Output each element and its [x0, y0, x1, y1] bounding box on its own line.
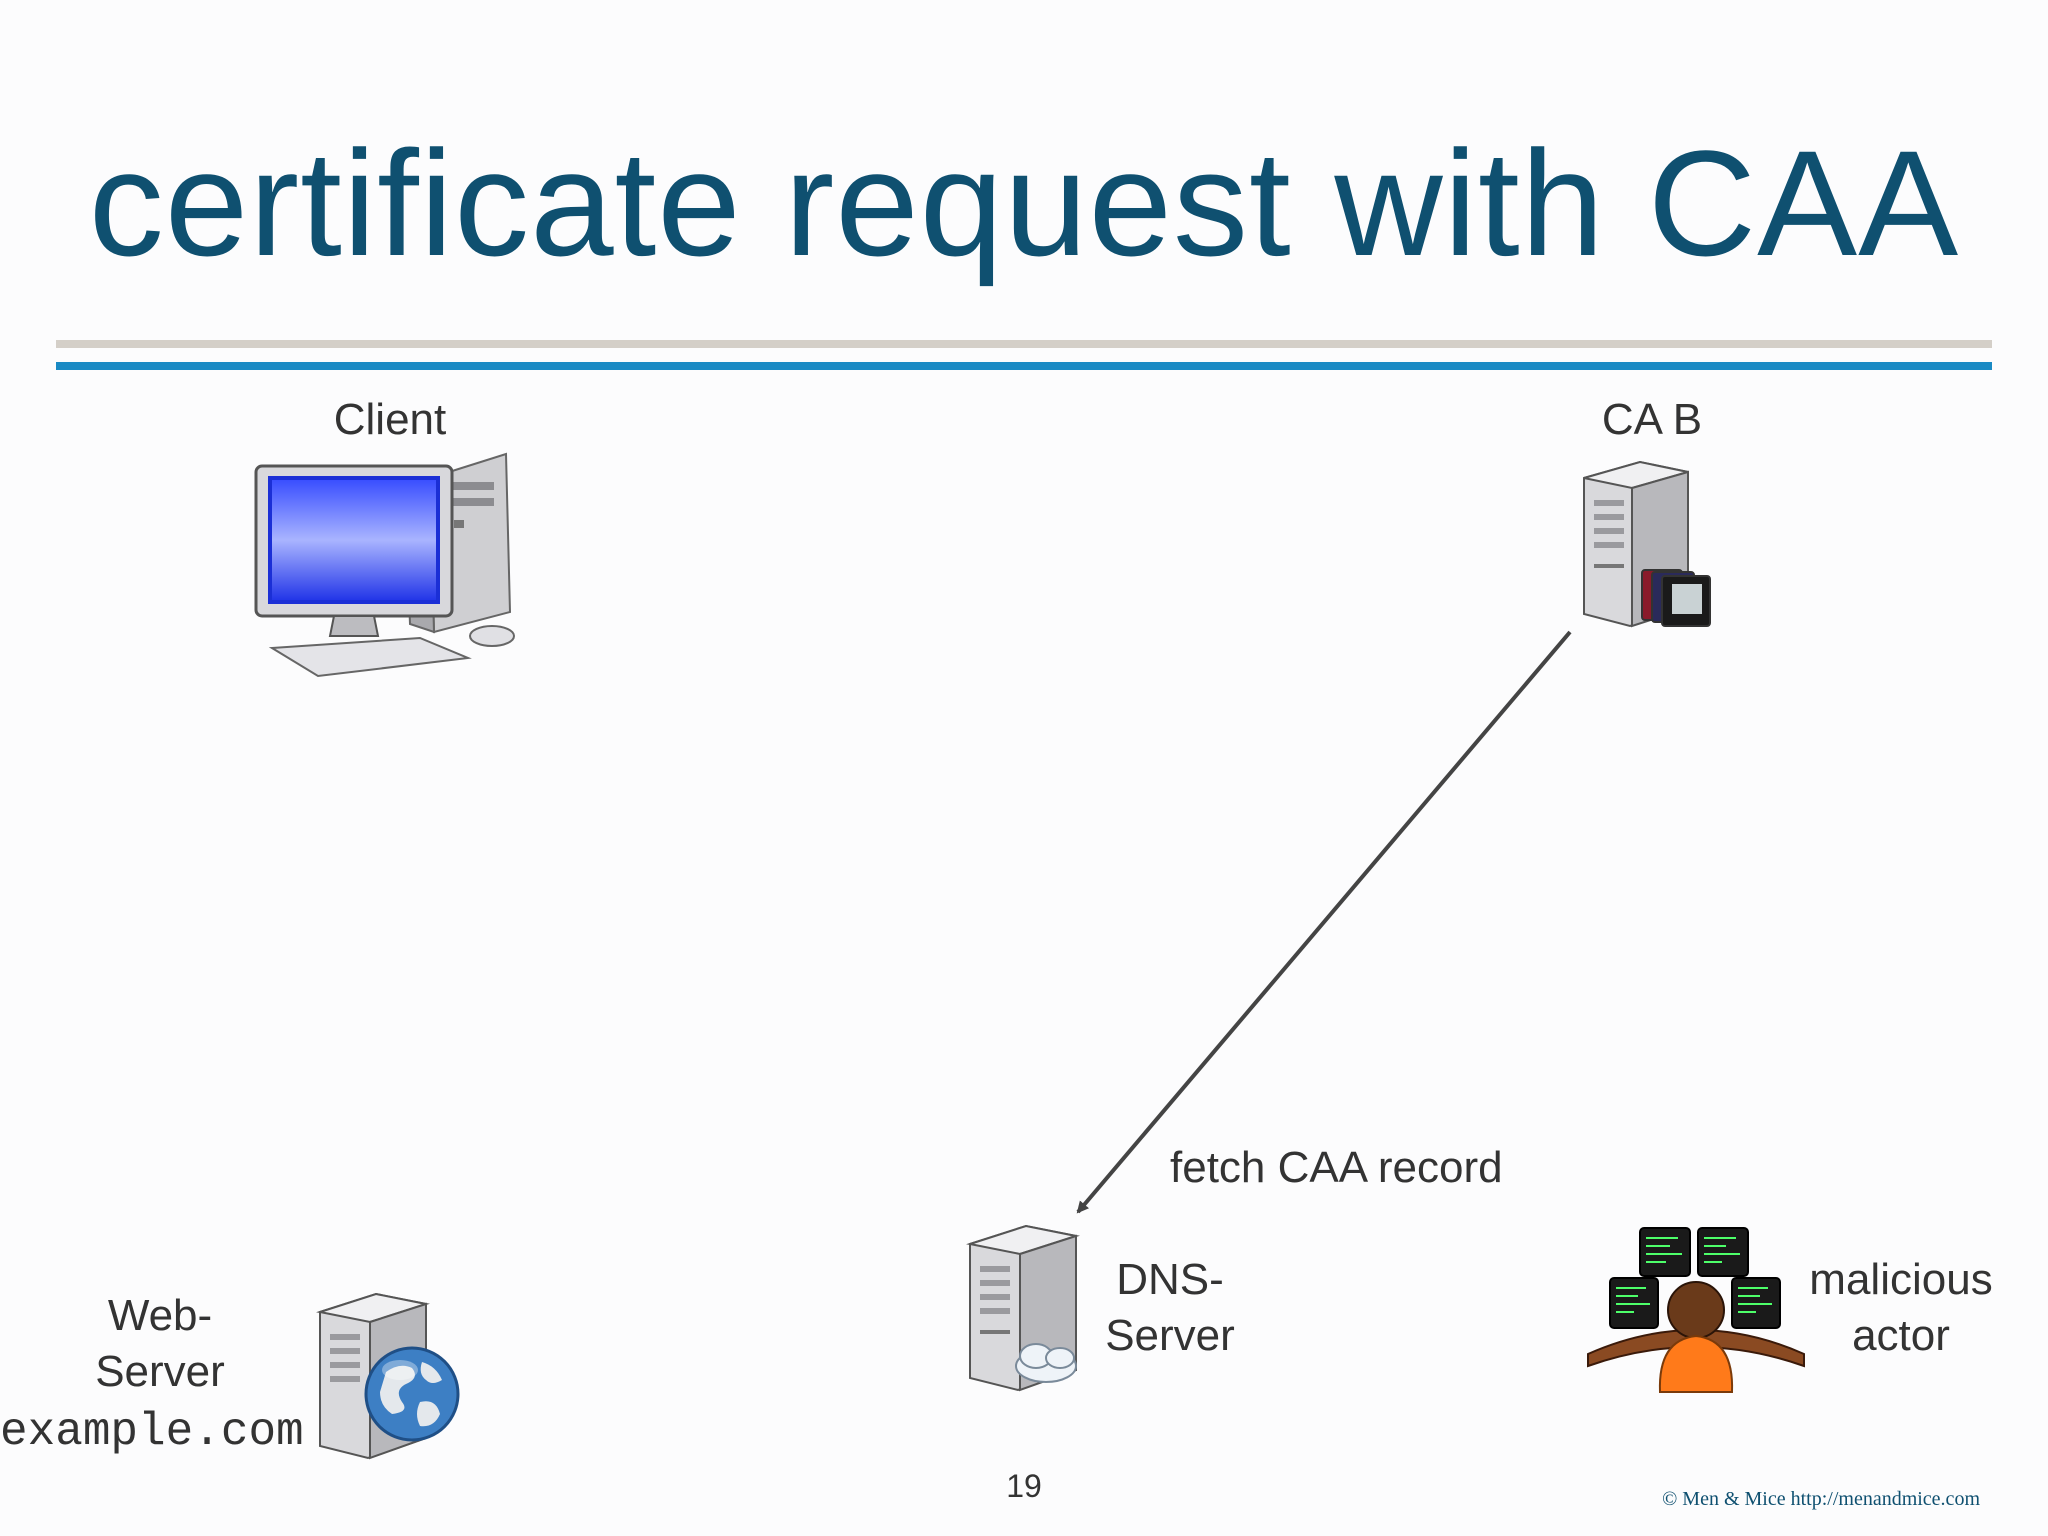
dns-server-label-line2: Server — [1105, 1311, 1235, 1360]
copyright-footer: © Men & Mice http://menandmice.com — [1662, 1488, 1980, 1510]
edge-label-fetch-caa: fetch CAA record — [1170, 1143, 1503, 1192]
web-server-globe-icon — [316, 1292, 460, 1460]
web-server-label-line2: Server — [95, 1347, 225, 1396]
hacker-at-desk-icon — [1587, 1227, 1805, 1393]
server-with-files-icon — [1583, 460, 1711, 628]
page-number: 19 — [1006, 1468, 1042, 1504]
malicious-actor-label-line1: malicious — [1809, 1255, 1993, 1304]
slide-title: certificate request with CAA — [88, 119, 1960, 287]
client-label: Client — [333, 395, 447, 444]
web-server-label-line1: Web- — [107, 1291, 213, 1340]
dns-server-cloud-icon — [966, 1224, 1080, 1392]
fetch-caa-arrow — [1076, 630, 1572, 1214]
web-server-domain: example.com — [0, 1406, 304, 1458]
dns-server-label-line1: DNS- — [1116, 1255, 1224, 1304]
ca-b-label: CA B — [1601, 395, 1703, 444]
malicious-actor-label-line2: actor — [1852, 1311, 1950, 1360]
desktop-computer-icon — [254, 452, 515, 678]
title-divider-bottom — [56, 362, 1992, 370]
title-divider-top — [56, 340, 1992, 348]
